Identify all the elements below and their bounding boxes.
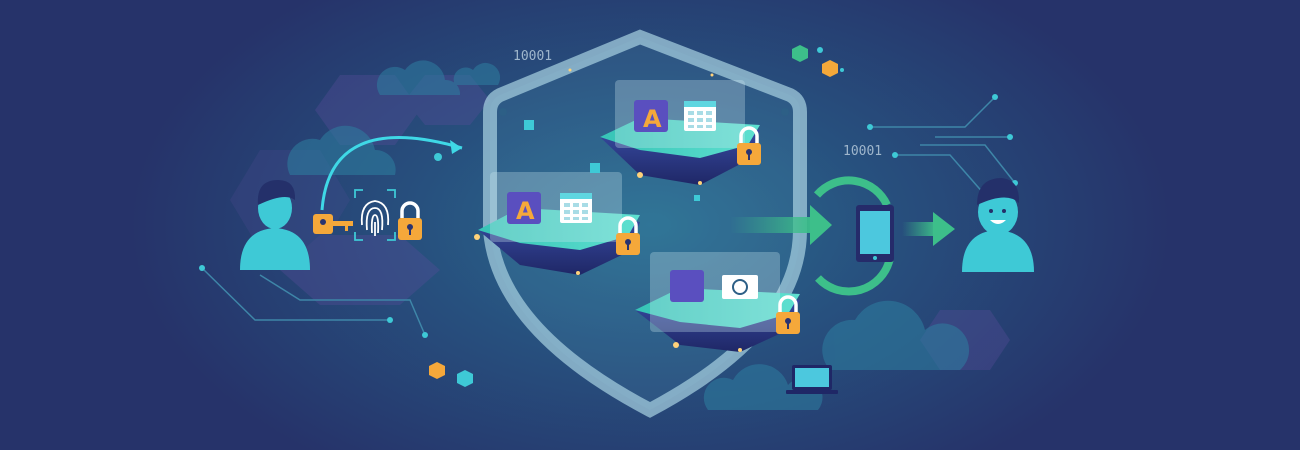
lock-icon (396, 201, 424, 242)
camera-icon (722, 275, 758, 299)
user-icon (962, 178, 1034, 272)
cube-icon (822, 60, 838, 77)
laptop-icon (786, 365, 838, 394)
cube-icon (792, 45, 808, 62)
calendar-icon (560, 193, 592, 223)
data-platform (635, 252, 802, 352)
squares (524, 120, 700, 201)
data-platform: A (600, 80, 763, 185)
fingerprint-icon (354, 189, 396, 241)
flow-arrow (730, 217, 815, 233)
cube-icon (429, 362, 445, 379)
binary-label: 10001 (513, 49, 552, 64)
app-icon-letter: A (643, 105, 662, 133)
calendar-icon (684, 101, 716, 131)
sync-arc (813, 176, 891, 207)
circuit-lines (201, 96, 1016, 336)
arrowhead-icon (450, 140, 462, 154)
app-icon (507, 192, 541, 224)
data-platform: A (478, 172, 642, 275)
key-icon (313, 214, 353, 234)
app-icon (634, 100, 668, 132)
authentication-arrow (320, 136, 463, 211)
tablet-icon (856, 205, 894, 262)
sparkles (474, 68, 742, 352)
app-icon-letter: A (516, 197, 535, 225)
circuit-nodes (199, 47, 1018, 338)
binary-label: 10001 (843, 144, 882, 159)
user-icon (240, 180, 310, 270)
cube-icon (457, 370, 473, 387)
cloud-icon (287, 60, 970, 410)
app-icon (670, 270, 704, 302)
